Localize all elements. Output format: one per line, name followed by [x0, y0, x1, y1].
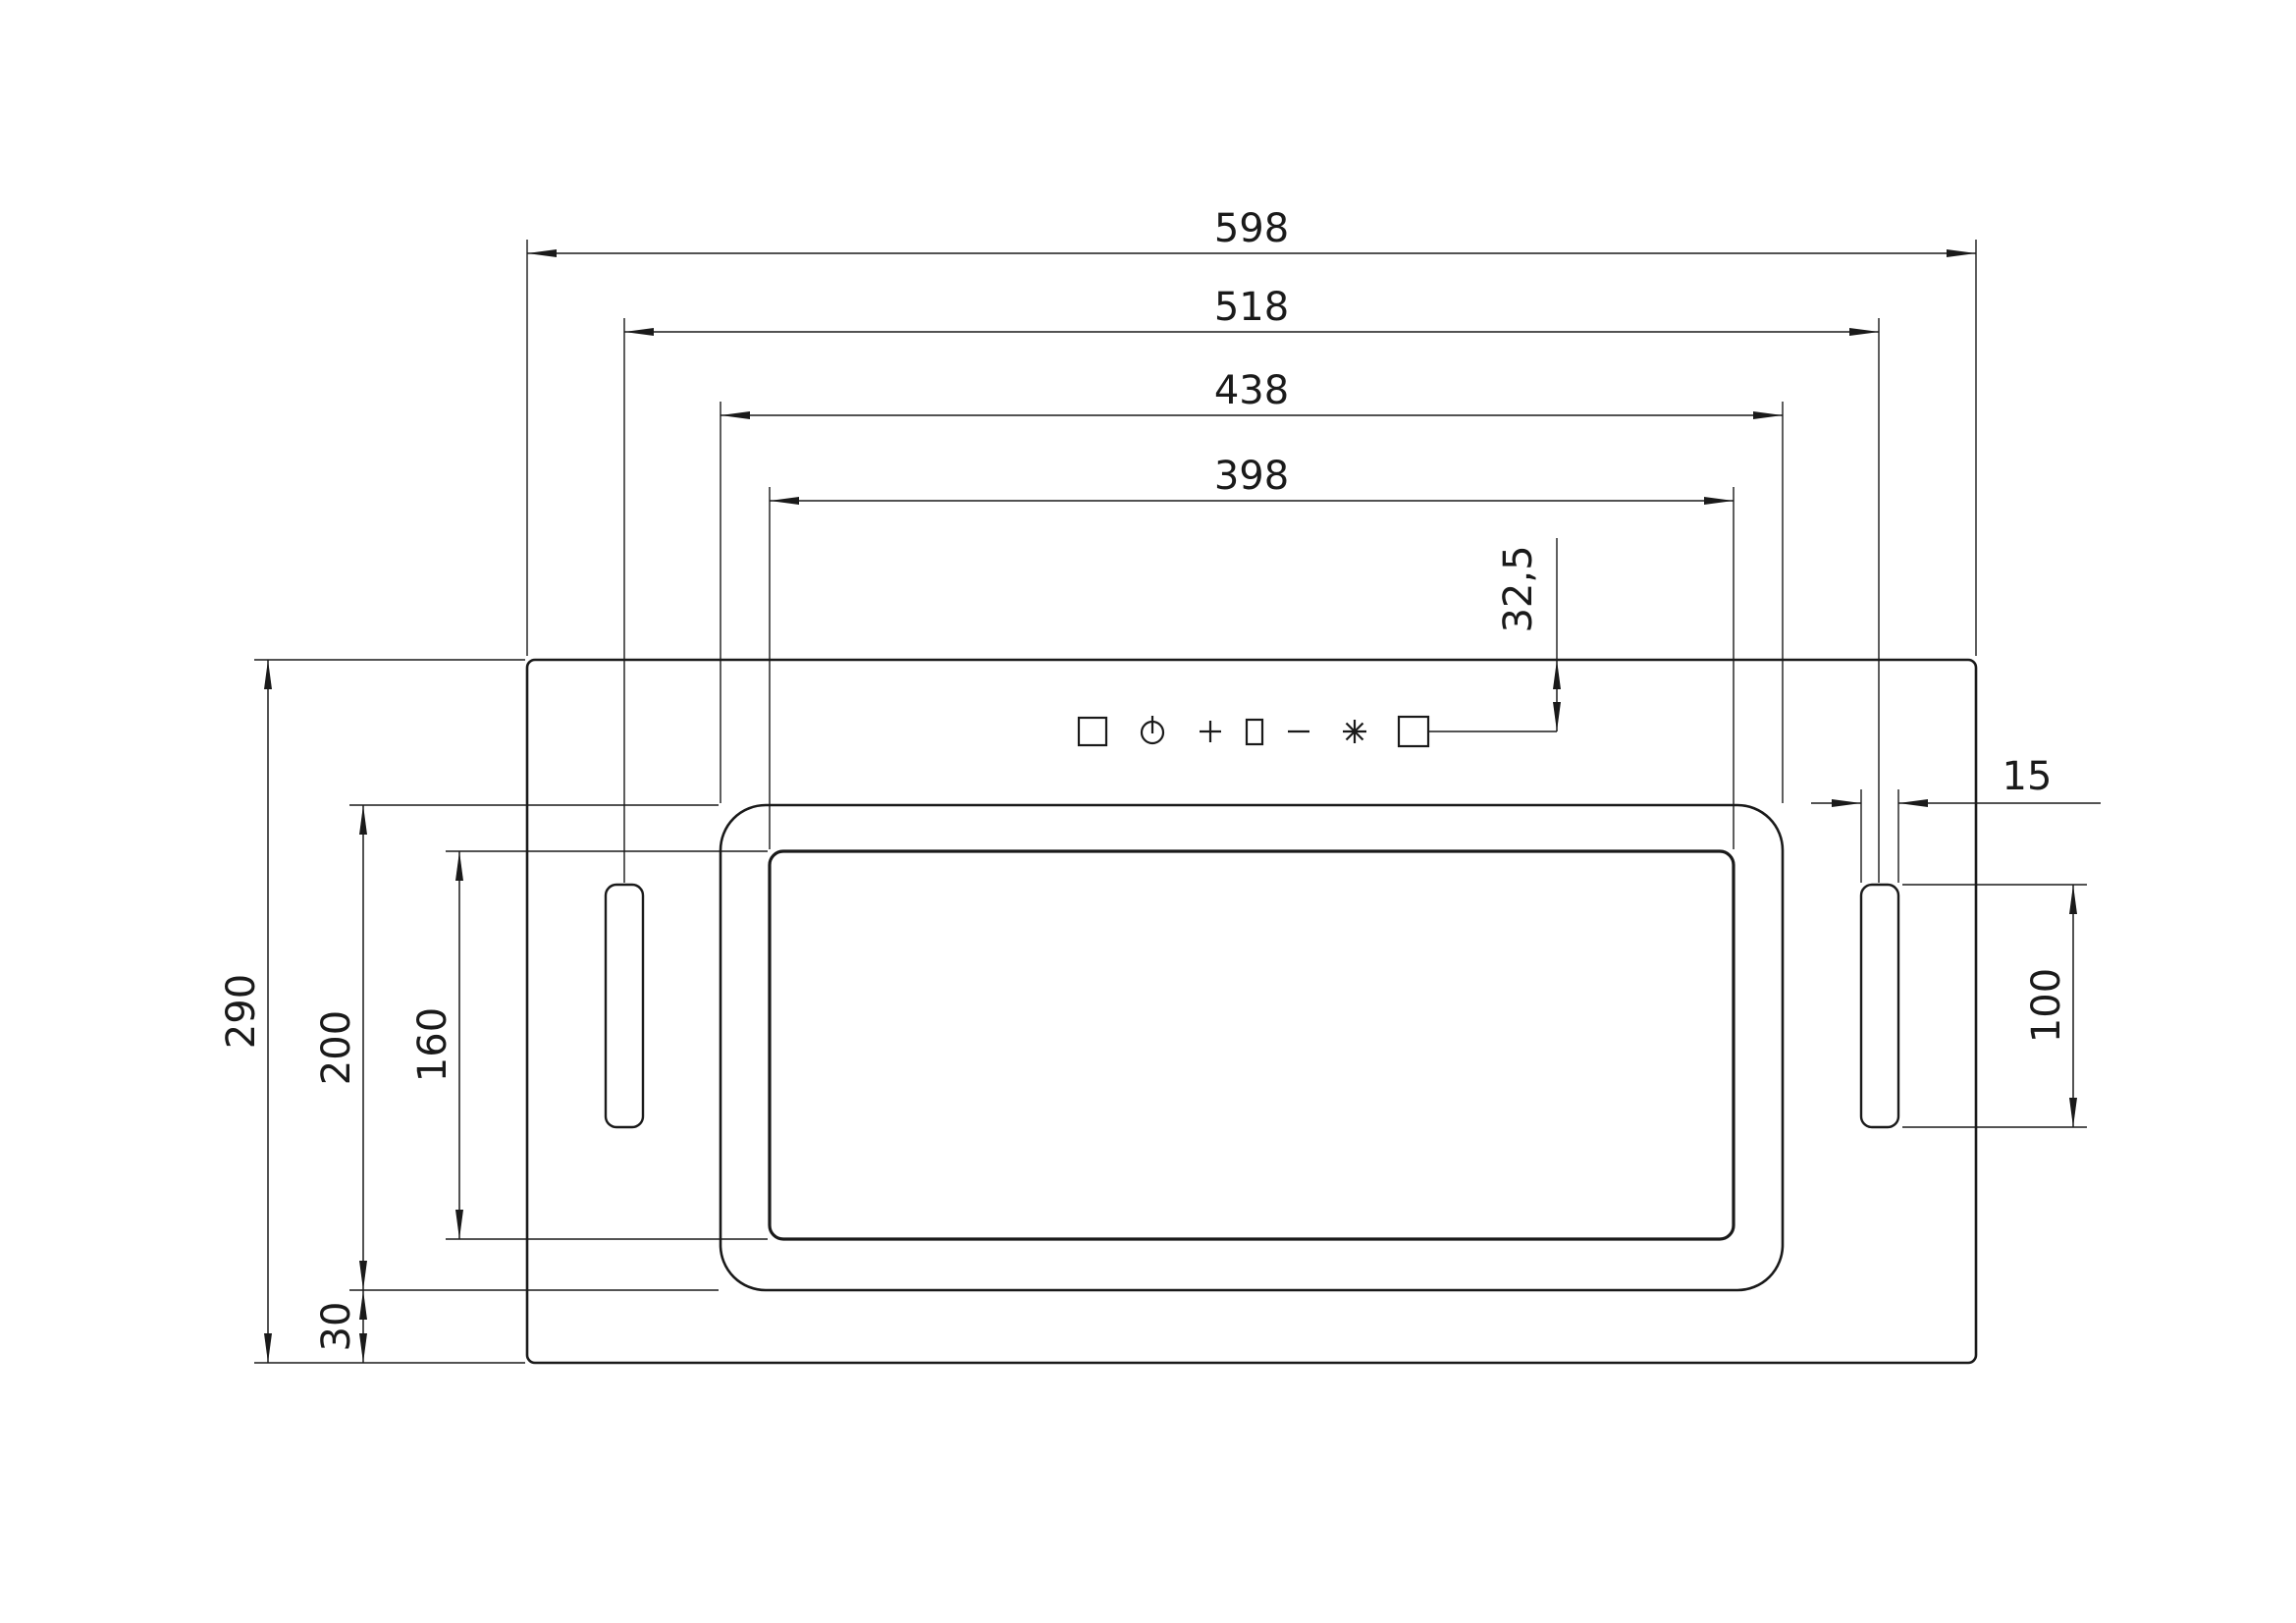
dim-overall-width: 598: [526, 206, 1977, 656]
dim-filter-width: 398: [769, 454, 1735, 849]
display-icon: [1245, 718, 1264, 746]
dim-label-filter-depth: 160: [410, 1007, 455, 1082]
dim-overall-depth: 290: [219, 659, 525, 1364]
filter-panel-outline: [768, 849, 1735, 1241]
dim-label-rail-length: 100: [2024, 968, 2069, 1043]
dim-rail-width: 15: [1811, 754, 2101, 883]
dim-canopy-depth: 200: [314, 804, 719, 1291]
dim-filter-depth: 160: [410, 850, 768, 1240]
right-square-button-icon: [1397, 715, 1430, 748]
dim-label-canopy-depth: 200: [314, 1010, 359, 1085]
dim-canopy-width: 438: [720, 368, 1784, 803]
dim-label-rear-margin: 30: [314, 1302, 359, 1352]
dim-label-mounting-width: 518: [1214, 285, 1289, 330]
left-square-button-icon: [1077, 716, 1108, 747]
hood-body-outline: [525, 658, 1978, 1365]
left-mount-rail: [604, 883, 645, 1129]
dim-mounting-width: 518: [623, 285, 1880, 883]
control-panel: [1077, 715, 1430, 748]
dim-control-offset: 32,5: [1429, 538, 1561, 732]
hood-outlines: [525, 658, 1978, 1365]
dim-label-control-offset: 32,5: [1496, 545, 1541, 632]
dim-label-overall-depth: 290: [219, 974, 264, 1049]
dim-label-filter-width: 398: [1214, 454, 1289, 499]
fan-icon: [1343, 720, 1366, 743]
dim-rail-length: 100: [1902, 884, 2087, 1128]
dim-label-canopy-width: 438: [1214, 368, 1289, 413]
dim-label-overall-width: 598: [1214, 206, 1289, 251]
canopy-outline: [719, 803, 1785, 1292]
dim-rear-margin: 30: [314, 1290, 367, 1363]
right-mount-rail: [1859, 883, 1900, 1129]
dim-label-rail-width: 15: [2002, 754, 2053, 799]
plus-icon: [1200, 721, 1221, 742]
power-icon: [1140, 716, 1165, 745]
